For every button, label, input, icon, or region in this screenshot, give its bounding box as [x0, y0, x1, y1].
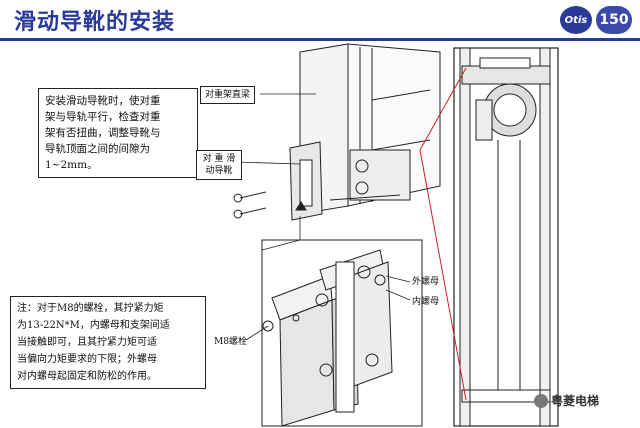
- title-divider: [0, 38, 640, 41]
- annotation-leaders: [419, 67, 467, 401]
- label-guide-shoe-line: 对 重 滑: [202, 154, 236, 164]
- note-line: 当接触即可，且其拧紧力矩可适: [17, 337, 157, 348]
- note-line: 1~2mm。: [45, 159, 98, 171]
- bracket-closeup-drawing: [261, 239, 423, 427]
- anniversary-logo: 150: [596, 6, 632, 34]
- note-line: 安装滑动导靴时，使对重: [45, 95, 161, 107]
- page-title: 滑动导靴的安装: [14, 10, 176, 35]
- watermark-text: 粤菱电梯: [551, 394, 600, 408]
- label-inner-nut: 内螺母: [412, 297, 440, 307]
- note-line: 架有否扭曲，调整导靴与: [45, 127, 161, 139]
- installation-note: 安装滑动导靴时，使对重 架与导轨平行，检查对重 架有否扭曲，调整导靴与 导轨顶面…: [38, 88, 198, 178]
- guide-rail-drawing: [453, 47, 559, 427]
- label-guide-shoe-line: 动导靴: [205, 166, 233, 176]
- label-leaders: [235, 93, 411, 341]
- watermark: 粤菱电梯: [534, 392, 599, 409]
- label-outer-nut: 外螺母: [412, 277, 440, 287]
- label-frame-upright: 对重架直梁: [200, 86, 256, 104]
- wechat-icon: [534, 393, 548, 408]
- note-line: 对内螺母起固定和防松的作用。: [17, 371, 157, 382]
- note-line: 注：对于M8的螺栓，其拧紧力矩: [17, 303, 164, 314]
- counterweight-frame-drawing: [233, 43, 441, 221]
- note-line: 当偏向力矩要求的下限；外螺母: [17, 354, 157, 365]
- note-line: 导轨顶面之间的间隙为: [45, 143, 150, 155]
- torque-note: 注：对于M8的螺栓，其拧紧力矩 为13-22N*M，内螺母和支架间适 当接触即可…: [10, 296, 206, 389]
- otis-logo: Otis: [560, 6, 592, 34]
- label-bolt: M8螺栓: [214, 337, 247, 347]
- note-line: 为13-22N*M，内螺母和支架间适: [17, 320, 170, 331]
- label-guide-shoe: 对 重 滑 动导靴: [196, 150, 242, 180]
- note-line: 架与导轨平行，检查对重: [45, 111, 161, 123]
